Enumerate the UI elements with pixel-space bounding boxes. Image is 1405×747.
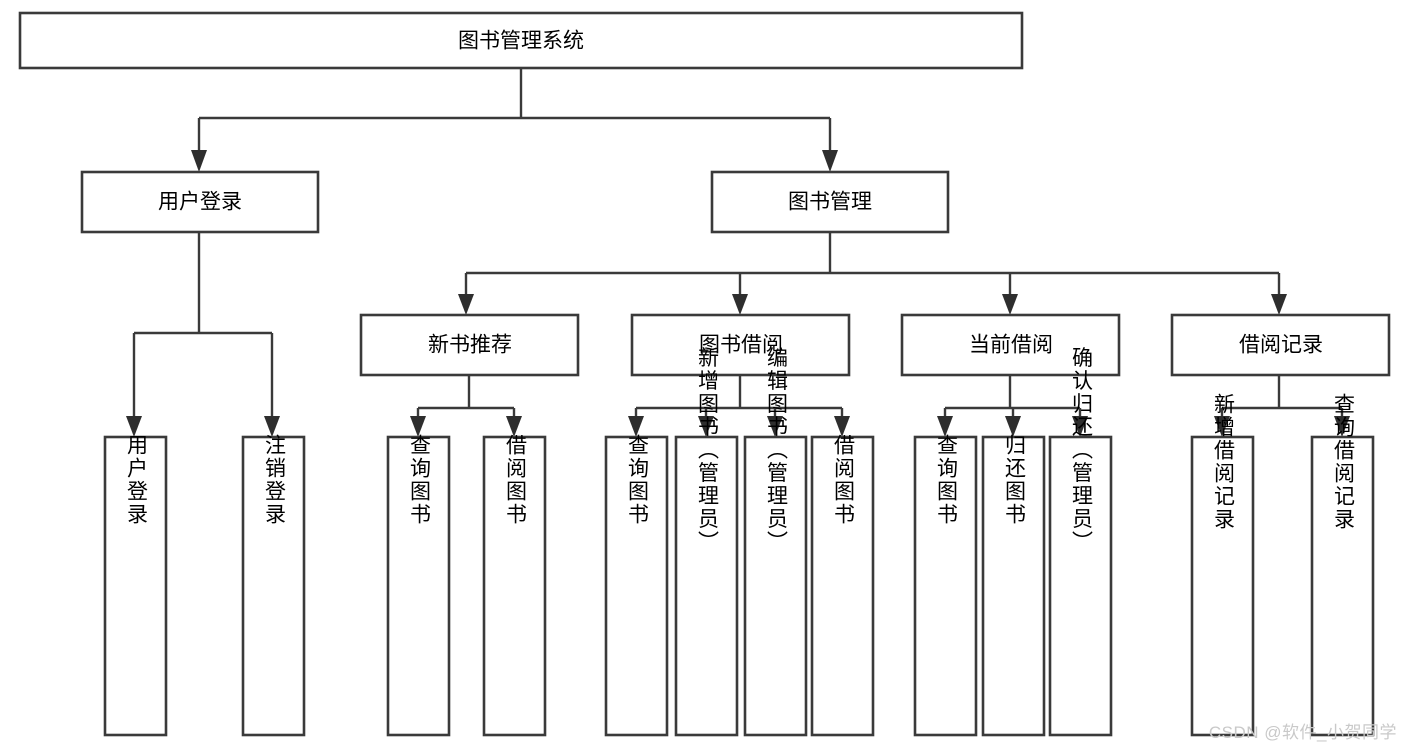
node-user-login-label: 用户登录 xyxy=(158,191,242,214)
node-root-box[interactable] xyxy=(18,11,1024,70)
leaf-borrow-book-newbook-label: 借阅图书 xyxy=(504,434,528,526)
leaf-query-book-borrow[interactable]: 查询图书 xyxy=(604,434,669,737)
node-book-management-box[interactable] xyxy=(710,170,950,234)
arrow-head-icon xyxy=(698,416,714,437)
arrow-head-icon xyxy=(628,416,644,437)
node-borrow-record[interactable]: 借阅记录 xyxy=(1170,313,1391,377)
arrow-head-icon xyxy=(264,416,280,437)
node-user-login[interactable]: 用户登录 xyxy=(80,170,320,234)
edge-layer xyxy=(126,68,1350,437)
leaf-add-borrow-record-box[interactable] xyxy=(1190,435,1255,737)
node-current-borrow-box[interactable] xyxy=(900,313,1121,377)
node-book-management-label: 图书管理 xyxy=(788,191,872,214)
arrow-head-icon xyxy=(937,416,953,437)
node-book-management[interactable]: 图书管理 xyxy=(710,170,950,234)
node-book-borrow[interactable]: 图书借阅 xyxy=(630,313,851,377)
node-borrow-record-label: 借阅记录 xyxy=(1239,334,1323,357)
node-new-book-recommend[interactable]: 新书推荐 xyxy=(359,313,580,377)
leaf-confirm-return-admin-label: 确认归还（管理员） xyxy=(1070,347,1094,554)
leaf-add-book-admin-box[interactable] xyxy=(674,435,739,737)
leaf-borrow-book-newbook-box[interactable] xyxy=(482,435,547,737)
arrow-head-icon xyxy=(410,416,426,437)
arrow-head-icon xyxy=(126,416,142,437)
leaf-confirm-return-admin-box[interactable] xyxy=(1048,435,1113,737)
node-current-borrow[interactable]: 当前借阅 xyxy=(900,313,1121,377)
leaf-add-borrow-record[interactable]: 新增借阅记录 xyxy=(1190,393,1255,737)
leaf-add-borrow-record-label: 新增借阅记录 xyxy=(1212,393,1236,531)
leaf-logout-box[interactable] xyxy=(241,435,306,737)
leaf-query-borrow-record[interactable]: 查询借阅记录 xyxy=(1310,393,1375,737)
leaf-query-book-borrow-label: 查询图书 xyxy=(626,434,650,526)
arrow-head-icon xyxy=(1334,416,1350,437)
leaf-user-login-box[interactable] xyxy=(103,435,168,737)
leaf-edit-book-admin-box[interactable] xyxy=(743,435,808,737)
leaf-add-book-admin-label: 新增图书（管理员） xyxy=(696,347,720,554)
leaf-borrow-book[interactable]: 借阅图书 xyxy=(810,434,875,737)
arrow-head-icon xyxy=(767,416,783,437)
leaf-return-book[interactable]: 归还图书 xyxy=(981,434,1046,737)
leaf-return-book-box[interactable] xyxy=(981,435,1046,737)
leaf-user-login-label: 用户登录 xyxy=(125,434,149,526)
arrow-head-icon xyxy=(1072,416,1088,437)
leaf-query-book-newbook[interactable]: 查询图书 xyxy=(386,434,451,737)
leaf-query-book-current-label: 查询图书 xyxy=(935,434,959,526)
leaf-edit-book-admin-label: 编辑图书（管理员） xyxy=(765,347,789,554)
node-book-borrow-label: 图书借阅 xyxy=(699,334,783,357)
leaf-borrow-book-box[interactable] xyxy=(810,435,875,737)
leaf-query-book-borrow-box[interactable] xyxy=(604,435,669,737)
leaf-query-borrow-record-box[interactable] xyxy=(1310,435,1375,737)
arrow-head-icon xyxy=(1271,294,1287,315)
leaf-edit-book-admin[interactable]: 编辑图书（管理员） xyxy=(743,347,808,737)
arrow-head-icon xyxy=(1005,416,1021,437)
arrow-head-icon xyxy=(506,416,522,437)
leaf-borrow-book-newbook[interactable]: 借阅图书 xyxy=(482,434,547,737)
leaf-return-book-label: 归还图书 xyxy=(1003,434,1027,526)
arrow-head-icon xyxy=(834,416,850,437)
leaf-logout-label: 注销登录 xyxy=(263,434,287,526)
node-root[interactable]: 图书管理系统 xyxy=(18,11,1024,70)
node-borrow-record-box[interactable] xyxy=(1170,313,1391,377)
node-root-label: 图书管理系统 xyxy=(458,30,584,53)
node-current-borrow-label: 当前借阅 xyxy=(969,334,1053,357)
leaf-query-borrow-record-label: 查询借阅记录 xyxy=(1332,393,1356,531)
arrow-head-icon xyxy=(458,294,474,315)
node-user-login-box[interactable] xyxy=(80,170,320,234)
leaf-confirm-return-admin[interactable]: 确认归还（管理员） xyxy=(1048,347,1113,737)
arrow-head-icon xyxy=(191,150,207,172)
node-book-borrow-box[interactable] xyxy=(630,313,851,377)
leaf-logout[interactable]: 注销登录 xyxy=(241,434,306,737)
leaf-query-book-current-box[interactable] xyxy=(913,435,978,737)
arrow-head-icon xyxy=(1002,294,1018,315)
node-new-book-recommend-box[interactable] xyxy=(359,313,580,377)
arrow-head-icon xyxy=(1214,416,1230,437)
arrow-head-icon xyxy=(732,294,748,315)
node-new-book-recommend-label: 新书推荐 xyxy=(428,334,512,357)
arrow-head-icon xyxy=(822,150,838,172)
leaf-user-login[interactable]: 用户登录 xyxy=(103,434,168,737)
leaf-add-book-admin[interactable]: 新增图书（管理员） xyxy=(674,347,739,737)
leaf-borrow-book-label: 借阅图书 xyxy=(832,434,856,526)
leaf-query-book-current[interactable]: 查询图书 xyxy=(913,434,978,737)
leaf-query-book-newbook-label: 查询图书 xyxy=(408,434,432,526)
leaf-query-book-newbook-box[interactable] xyxy=(386,435,451,737)
